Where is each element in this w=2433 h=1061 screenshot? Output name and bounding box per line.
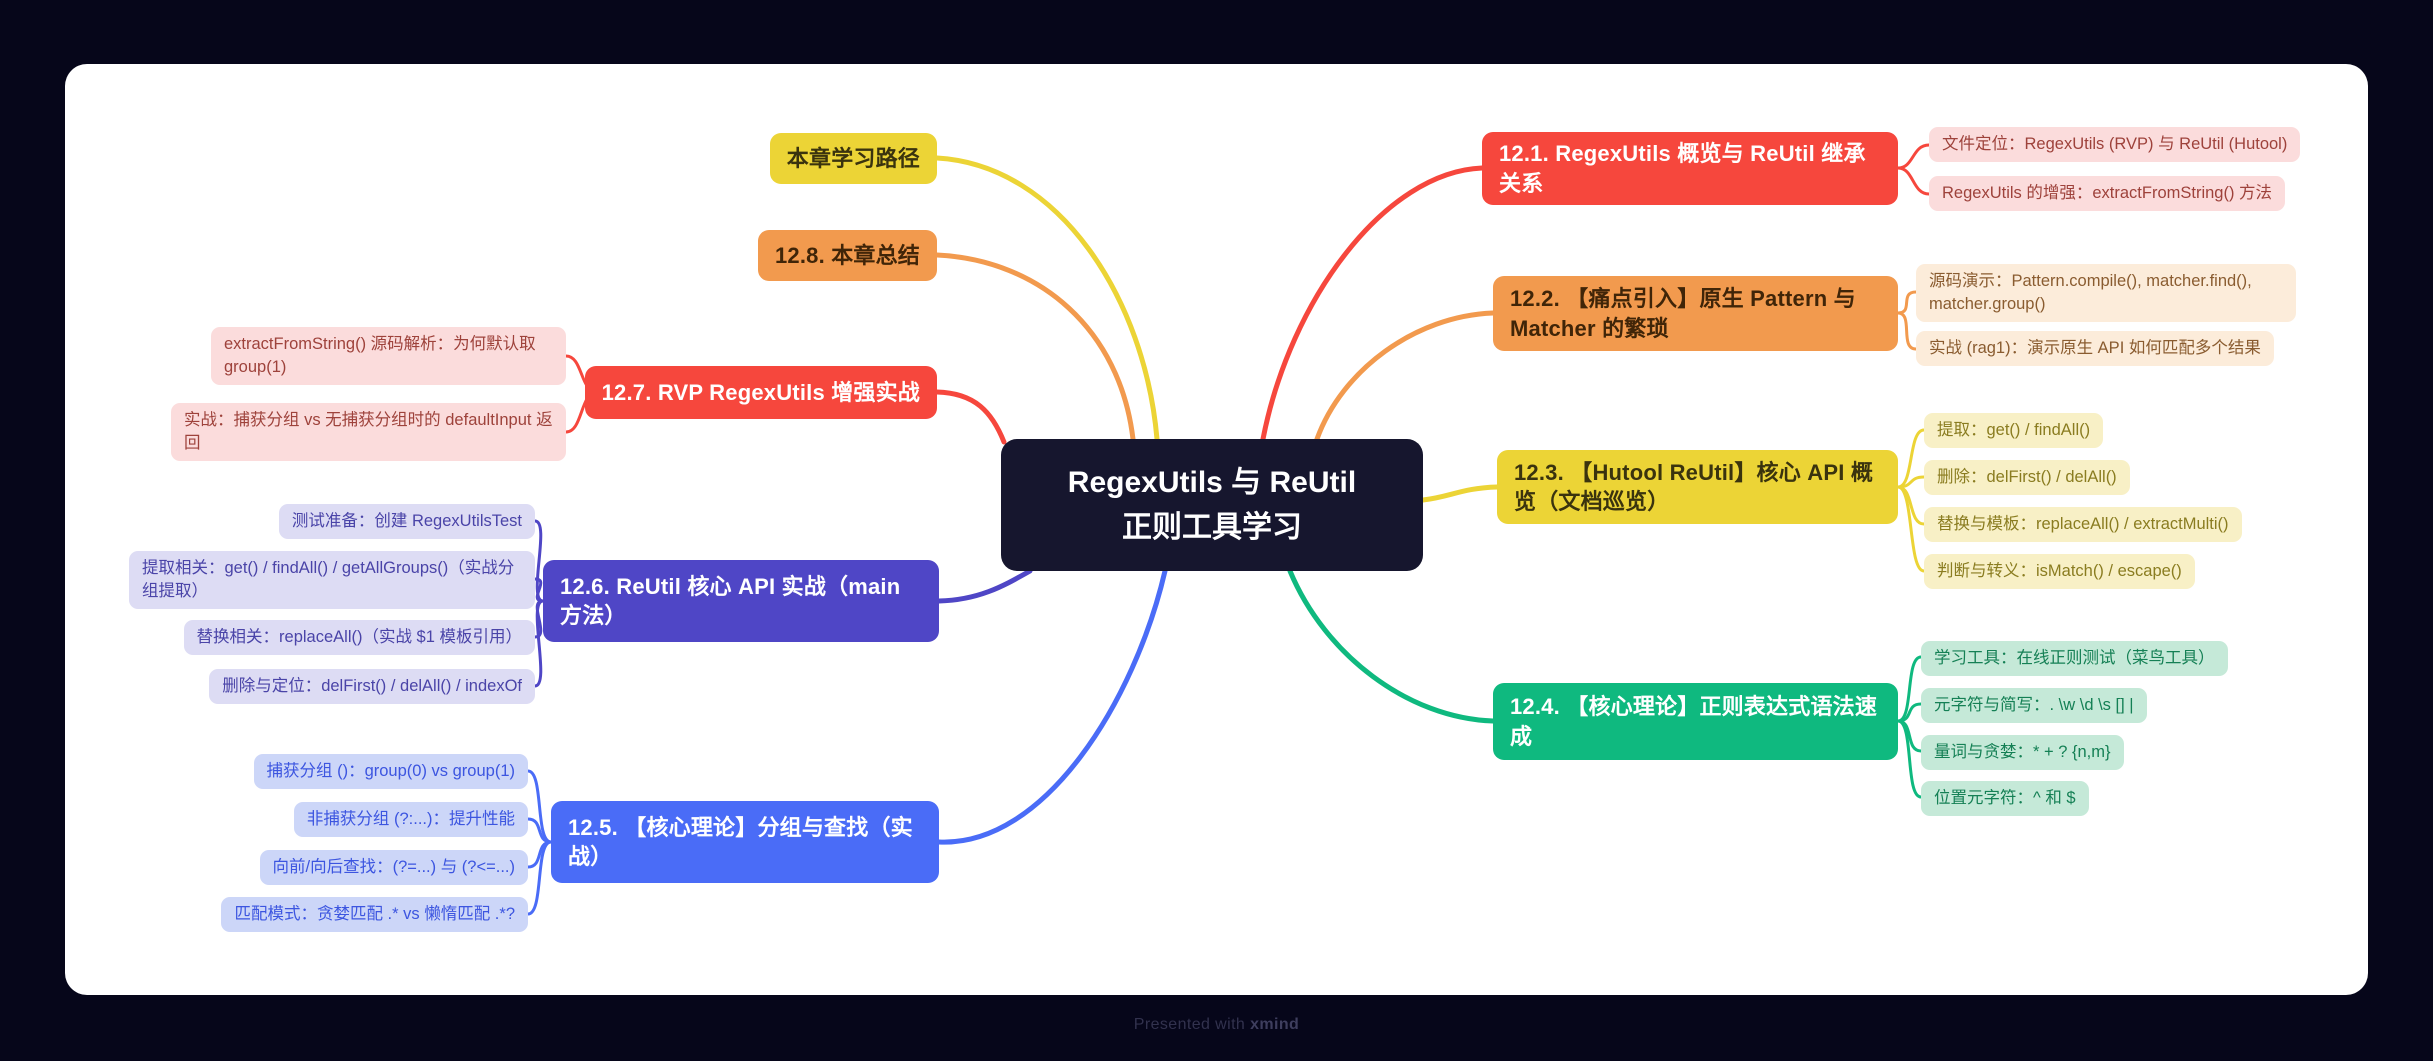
subtopic-label: 提取相关：get() / findAll() / getAllGroups()（… xyxy=(142,559,515,600)
subtopic-label: 文件定位：RegexUtils (RVP) 与 ReUtil (Hutool) xyxy=(1942,135,2288,153)
subtopic[interactable]: 判断与转义：isMatch() / escape() xyxy=(1924,554,2195,589)
topic-label: 12.2. 【痛点引入】原生 Pattern 与 Matcher 的繁琐 xyxy=(1510,286,1856,341)
subtopic[interactable]: 替换与模板：replaceAll() / extractMulti() xyxy=(1924,507,2242,542)
subtopic[interactable]: 提取相关：get() / findAll() / getAllGroups()（… xyxy=(129,551,535,609)
topic-label: 12.5. 【核心理论】分组与查找（实战） xyxy=(568,814,913,869)
subtopic[interactable]: RegexUtils 的增强：extractFromString() 方法 xyxy=(1929,176,2286,211)
subtopic[interactable]: 测试准备：创建 RegexUtilsTest xyxy=(278,504,535,539)
xmind-brand: xmind xyxy=(1250,1016,1300,1033)
topic-12-1[interactable]: 12.1. RegexUtils 概览与 ReUtil 继承关系 xyxy=(1482,132,1898,205)
topic-label: 12.6. ReUtil 核心 API 实战（main 方法） xyxy=(560,573,901,628)
subtopic[interactable]: 非捕获分组 (?:...)：提升性能 xyxy=(293,802,528,837)
subtopic[interactable]: 实战 (rag1)：演示原生 API 如何匹配多个结果 xyxy=(1916,331,2274,366)
topic-12-7[interactable]: 12.7. RVP RegexUtils 增强实战 xyxy=(584,366,937,419)
topic-label: 12.7. RVP RegexUtils 增强实战 xyxy=(601,379,920,405)
subtopic-label: 删除：delFirst() / delAll() xyxy=(1937,468,2117,486)
subtopic-label: 向前/向后查找：(?=...) 与 (?<=...) xyxy=(272,858,516,876)
topic-12-5[interactable]: 12.5. 【核心理论】分组与查找（实战） xyxy=(551,801,939,883)
subtopic[interactable]: 文件定位：RegexUtils (RVP) 与 ReUtil (Hutool) xyxy=(1929,127,2301,162)
subtopic-label: 测试准备：创建 RegexUtilsTest xyxy=(291,512,522,530)
subtopic[interactable]: 源码演示：Pattern.compile(), matcher.find(), … xyxy=(1916,264,2296,322)
watermark: Presented with xmind xyxy=(0,1016,2433,1034)
subtopic-label: RegexUtils 的增强：extractFromString() 方法 xyxy=(1942,184,2273,202)
topic-12-3[interactable]: 12.3. 【Hutool ReUtil】核心 API 概览（文档巡览） xyxy=(1497,450,1898,524)
subtopic-label: extractFromString() 源码解析：为何默认取 group(1) xyxy=(224,335,536,376)
topic-12-6[interactable]: 12.6. ReUtil 核心 API 实战（main 方法） xyxy=(543,560,939,642)
topic-path-overview[interactable]: 本章学习路径 xyxy=(769,133,937,184)
subtopic-label: 匹配模式：贪婪匹配 .* vs 懒惰匹配 .*? xyxy=(234,905,515,923)
subtopic[interactable]: 位置元字符：^ 和 $ xyxy=(1921,781,2089,816)
central-topic-line2: 正则工具学习 xyxy=(1122,511,1302,544)
subtopic-label: 捕获分组 ()：group(0) vs group(1) xyxy=(266,762,515,780)
subtopic[interactable]: 删除：delFirst() / delAll() xyxy=(1924,460,2130,495)
subtopic[interactable]: 实战：捕获分组 vs 无捕获分组时的 defaultInput 返回 xyxy=(171,403,566,461)
subtopic-label: 替换与模板：replaceAll() / extractMulti() xyxy=(1937,515,2229,533)
subtopic-label: 实战：捕获分组 vs 无捕获分组时的 defaultInput 返回 xyxy=(184,411,553,452)
subtopic-label: 删除与定位：delFirst() / delAll() / indexOf xyxy=(222,677,522,695)
subtopic-label: 源码演示：Pattern.compile(), matcher.find(), … xyxy=(1929,272,2252,313)
watermark-text: Presented with xyxy=(1133,1016,1251,1033)
subtopic[interactable]: 元字符与简写：. \w \d \s [] | xyxy=(1921,688,2147,723)
topic-label: 本章学习路径 xyxy=(786,145,920,171)
topic-label: 12.4. 【核心理论】正则表达式语法速成 xyxy=(1510,694,1878,749)
topic-label: 12.1. RegexUtils 概览与 ReUtil 继承关系 xyxy=(1499,141,1866,196)
subtopic[interactable]: 捕获分组 ()：group(0) vs group(1) xyxy=(253,754,528,789)
subtopic-label: 位置元字符：^ 和 $ xyxy=(1934,789,2076,807)
topic-12-4[interactable]: 12.4. 【核心理论】正则表达式语法速成 xyxy=(1493,683,1898,760)
subtopic[interactable]: 替换相关：replaceAll()（实战 $1 模板引用） xyxy=(183,620,535,655)
subtopic[interactable]: extractFromString() 源码解析：为何默认取 group(1) xyxy=(211,327,566,385)
topic-label: 12.3. 【Hutool ReUtil】核心 API 概览（文档巡览） xyxy=(1514,459,1874,514)
subtopic-label: 量词与贪婪：* + ? {n,m} xyxy=(1934,743,2111,761)
central-topic-line1: RegexUtils 与 ReUtil xyxy=(1067,466,1357,499)
central-topic[interactable]: RegexUtils 与 ReUtil 正则工具学习 xyxy=(1001,439,1423,571)
subtopic[interactable]: 学习工具：在线正则测试（菜鸟工具） xyxy=(1921,641,2228,676)
subtopic-label: 实战 (rag1)：演示原生 API 如何匹配多个结果 xyxy=(1929,339,2261,357)
subtopic[interactable]: 向前/向后查找：(?=...) 与 (?<=...) xyxy=(259,850,528,885)
subtopic-label: 判断与转义：isMatch() / escape() xyxy=(1937,562,2182,580)
subtopic-label: 学习工具：在线正则测试（菜鸟工具） xyxy=(1934,649,2215,667)
topic-label: 12.8. 本章总结 xyxy=(774,242,920,268)
subtopic[interactable]: 删除与定位：delFirst() / delAll() / indexOf xyxy=(209,669,535,704)
subtopic-label: 元字符与简写：. \w \d \s [] | xyxy=(1934,696,2134,714)
subtopic-label: 替换相关：replaceAll()（实战 $1 模板引用） xyxy=(196,628,522,646)
subtopic[interactable]: 提取：get() / findAll() xyxy=(1924,413,2104,448)
subtopic-label: 提取：get() / findAll() xyxy=(1937,421,2091,439)
topic-12-8[interactable]: 12.8. 本章总结 xyxy=(757,230,937,281)
topic-12-2[interactable]: 12.2. 【痛点引入】原生 Pattern 与 Matcher 的繁琐 xyxy=(1493,276,1898,351)
subtopic-label: 非捕获分组 (?:...)：提升性能 xyxy=(306,810,515,828)
subtopic[interactable]: 匹配模式：贪婪匹配 .* vs 懒惰匹配 .*? xyxy=(221,897,528,932)
subtopic[interactable]: 量词与贪婪：* + ? {n,m} xyxy=(1921,735,2124,770)
